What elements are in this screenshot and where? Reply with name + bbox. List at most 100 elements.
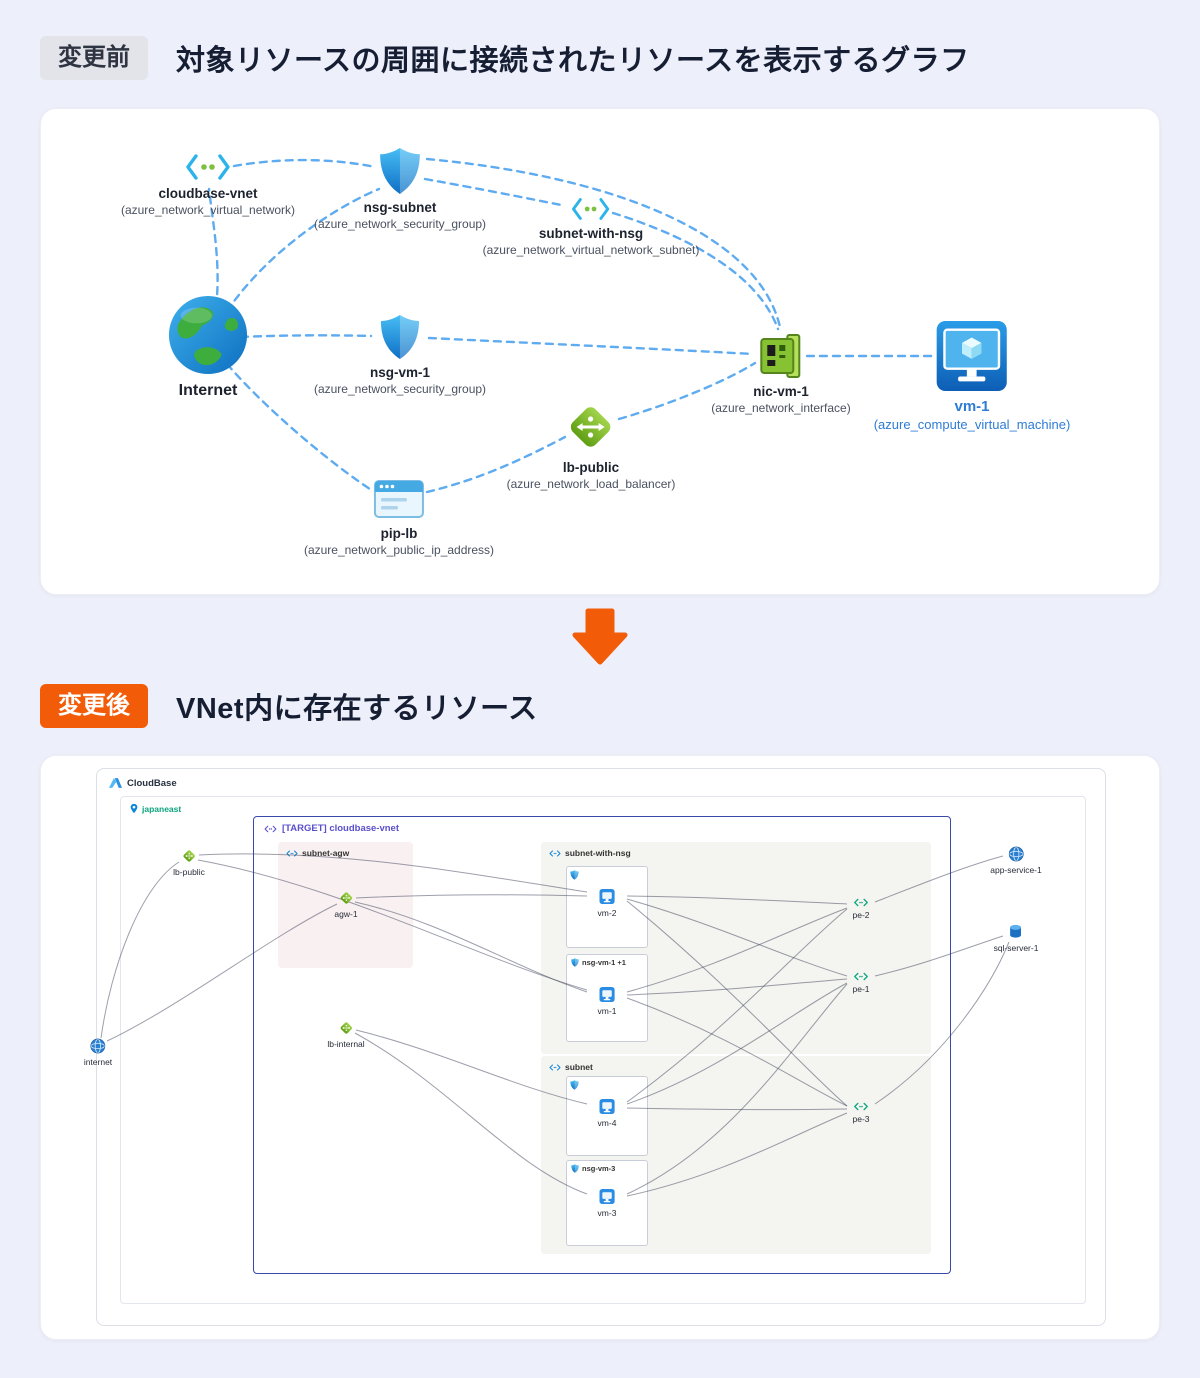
node-pe-2[interactable]: pe-2: [852, 898, 870, 920]
node-vm-3[interactable]: vm-3: [597, 1188, 617, 1218]
map-pin-icon: [130, 803, 138, 814]
node-app-service-1[interactable]: app-service-1: [990, 846, 1042, 875]
network-interface-icon: [757, 331, 805, 379]
group-subnet-agw-header[interactable]: subnet-agw: [278, 842, 413, 864]
node-name: vm-1: [954, 398, 990, 415]
internet-globe-icon: [167, 294, 249, 376]
virtual-machine-icon: [935, 319, 1009, 393]
target-vnet-label: [TARGET] cloudbase-vnet: [282, 823, 399, 834]
private-endpoint-icon: [853, 898, 868, 907]
node-label: lb-internal: [327, 1039, 365, 1049]
node-label: pe-3: [852, 1114, 870, 1124]
node-type: (azure_network_virtual_network_subnet): [482, 242, 700, 257]
region-panel: japaneast: [120, 796, 1086, 1304]
node-internet[interactable]: Internet: [167, 294, 249, 401]
node-name: subnet-with-nsg: [538, 226, 644, 241]
virtual-machine-icon: [598, 1188, 615, 1205]
node-nic-vm-1[interactable]: nic-vm-1 (azure_network_interface): [711, 331, 851, 416]
node-lb-internal[interactable]: lb-internal: [327, 1020, 365, 1049]
node-type: (azure_network_security_group): [313, 381, 487, 396]
before-badge: 変更前: [40, 36, 148, 80]
group-label: nsg-vm-1 +1: [582, 958, 626, 967]
node-vm-1[interactable]: vm-1 (azure_compute_virtual_machine): [873, 319, 1071, 434]
node-name: nsg-vm-1: [369, 365, 430, 380]
before-diagram-card: cloudbase-vnet (azure_network_virtual_ne…: [40, 108, 1160, 595]
virtual-network-icon: [185, 153, 231, 181]
security-group-shield-icon: [379, 147, 421, 195]
private-endpoint-icon: [853, 1102, 868, 1111]
node-name: lb-public: [562, 460, 620, 475]
load-balancer-icon: [338, 1020, 354, 1036]
group-label: subnet: [565, 1062, 593, 1072]
node-label: agw-1: [334, 909, 358, 919]
node-name: Internet: [178, 382, 238, 399]
node-type: (azure_network_security_group): [313, 216, 487, 231]
group-subnet-header[interactable]: subnet: [541, 1056, 931, 1078]
internet-globe-icon: [90, 1038, 106, 1054]
node-name: pip-lb: [380, 526, 418, 541]
app-service-icon: [1008, 846, 1024, 862]
nsg-vm-1-header: nsg-vm-1 +1: [567, 955, 647, 970]
node-cloudbase-vnet[interactable]: cloudbase-vnet (azure_network_virtual_ne…: [121, 153, 295, 218]
node-vm-2[interactable]: vm-2: [597, 888, 617, 918]
region-label: japaneast: [130, 803, 181, 814]
node-label: pe-2: [852, 910, 870, 920]
node-subnet-with-nsg[interactable]: subnet-with-nsg (azure_network_virtual_n…: [482, 197, 700, 258]
group-label: nsg-vm-3: [582, 1164, 616, 1173]
load-balancer-icon: [181, 848, 197, 864]
node-internet[interactable]: internet: [84, 1038, 112, 1067]
node-nsg-vm-1[interactable]: nsg-vm-1 (azure_network_security_group): [314, 314, 486, 397]
target-vnet-header[interactable]: [TARGET] cloudbase-vnet: [264, 823, 399, 834]
after-title: VNet内に存在するリソース: [176, 693, 538, 725]
vnet-brackets-icon: [264, 825, 277, 833]
before-title: 対象リソースの周囲に接続されたリソースを表示するグラフ: [176, 45, 970, 77]
node-type: (azure_network_interface): [711, 400, 851, 415]
node-pe-3[interactable]: pe-3: [852, 1102, 870, 1124]
after-section-header: 変更後 VNet内に存在するリソース: [40, 684, 538, 728]
node-name: nsg-subnet: [363, 200, 437, 215]
node-nsg-subnet[interactable]: nsg-subnet (azure_network_security_group…: [314, 147, 486, 232]
node-lb-public[interactable]: lb-public: [173, 848, 205, 877]
node-type: (azure_network_public_ip_address): [303, 542, 495, 557]
sql-database-icon: [1009, 924, 1023, 940]
after-screenshot-card: CloudBase japaneast [TARGET] cloudbase-v…: [40, 755, 1160, 1340]
group-subnet-with-nsg-header[interactable]: subnet-with-nsg: [541, 842, 931, 864]
virtual-machine-icon: [598, 888, 615, 905]
node-label: vm-2: [597, 908, 617, 918]
node-label: vm-1: [597, 1006, 617, 1016]
node-vm-1[interactable]: vm-1: [597, 986, 617, 1016]
node-label: internet: [83, 1057, 113, 1067]
node-pip-lb[interactable]: pip-lb (azure_network_public_ip_address): [304, 477, 494, 558]
cloudbase-logo: CloudBase: [109, 777, 177, 789]
nsg-shield-icon: [571, 1164, 579, 1173]
subnet-brackets-icon: [286, 850, 298, 857]
node-label: lb-public: [173, 867, 205, 877]
cloudbase-logo-icon: [109, 777, 122, 789]
nsg-shield-icon: [570, 1080, 579, 1090]
node-vm-4[interactable]: vm-4: [597, 1098, 617, 1128]
region-name: japaneast: [142, 803, 182, 814]
node-label: sql-server-1: [993, 943, 1039, 953]
group-label: subnet-with-nsg: [565, 848, 631, 858]
virtual-machine-icon: [598, 986, 615, 1003]
node-label: pe-1: [852, 984, 870, 994]
node-agw-1[interactable]: agw-1: [334, 890, 358, 919]
node-name: cloudbase-vnet: [158, 186, 258, 201]
node-type: (azure_network_virtual_network): [120, 202, 296, 217]
node-type: (azure_compute_virtual_machine): [873, 416, 1071, 432]
nsg-vm-3-header: nsg-vm-3: [567, 1161, 647, 1176]
app-gateway-icon: [338, 890, 354, 906]
after-badge: 変更後: [40, 684, 148, 728]
node-lb-public[interactable]: lb-public (azure_network_load_balancer): [507, 399, 675, 492]
node-label: vm-3: [597, 1208, 617, 1218]
node-label: app-service-1: [990, 865, 1042, 875]
node-pe-1[interactable]: pe-1: [852, 972, 870, 994]
virtual-machine-icon: [598, 1098, 615, 1115]
node-sql-server-1[interactable]: sql-server-1: [993, 924, 1039, 953]
subnet-brackets-icon: [549, 850, 561, 857]
down-arrow-icon: [572, 608, 628, 665]
private-endpoint-icon: [853, 972, 868, 981]
nsg-shield-icon: [570, 870, 579, 880]
node-label: vm-4: [597, 1118, 617, 1128]
before-section-header: 変更前 対象リソースの周囲に接続されたリソースを表示するグラフ: [40, 36, 970, 80]
